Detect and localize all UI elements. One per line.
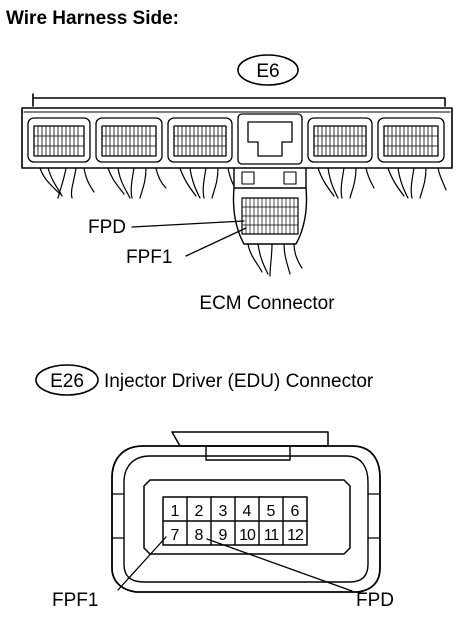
- edu-housing-inner: [123, 455, 369, 583]
- ecm-sub-connector: [232, 167, 308, 277]
- e26-code-label: E26: [50, 371, 84, 392]
- ecm-wire-bundles: [39, 167, 447, 199]
- edu-connector-diagram: E26 Injector Driver (EDU) Connector 1 2 …: [35, 364, 394, 611]
- terminal-9-label: 9: [219, 527, 228, 544]
- terminal-4-label: 4: [243, 503, 252, 520]
- edu-fpd-leader: [206, 538, 353, 592]
- ecm-fpf1-leader: [185, 227, 247, 257]
- e26-code-oval: [35, 364, 99, 396]
- edu-fpd-label: FPD: [356, 590, 394, 611]
- ecm-fpf1-label: FPF1: [126, 247, 172, 268]
- ecm-rim: [32, 93, 446, 107]
- edu-latch: [171, 431, 329, 447]
- e6-code-label: E6: [256, 61, 279, 82]
- ecm-connector-caption: ECM Connector: [199, 293, 335, 314]
- ecm-fpd-leader: [131, 220, 245, 228]
- ecm-housing: [21, 107, 453, 169]
- ecm-connector-diagram: E6: [21, 54, 453, 314]
- terminal-6-label: 6: [291, 503, 300, 520]
- diagram-title: Wire Harness Side:: [6, 8, 180, 29]
- terminal-7-label: 7: [171, 527, 180, 544]
- edu-fpf1-label: FPF1: [52, 590, 98, 611]
- edu-connector-caption: Injector Driver (EDU) Connector: [104, 371, 374, 392]
- edu-terminal-frame: [143, 479, 351, 555]
- terminal-5-label: 5: [267, 503, 276, 520]
- ecm-blocks: [27, 113, 445, 165]
- terminal-3-label: 3: [219, 503, 228, 520]
- e6-code-oval: [237, 54, 299, 86]
- edu-fpf1-leader: [117, 536, 167, 591]
- edu-housing-outer: [111, 445, 381, 593]
- terminal-10-label: 10: [239, 527, 256, 544]
- terminal-12-label: 12: [287, 527, 304, 544]
- edu-terminal-grid: 1 2 3 4 5 6 7 8 9 10 11 12: [162, 496, 308, 546]
- terminal-2-label: 2: [195, 503, 204, 520]
- terminal-8-label: 8: [195, 527, 204, 544]
- ecm-fpd-label: FPD: [88, 217, 126, 238]
- terminal-1-label: 1: [171, 503, 180, 520]
- terminal-11-label: 11: [264, 527, 280, 544]
